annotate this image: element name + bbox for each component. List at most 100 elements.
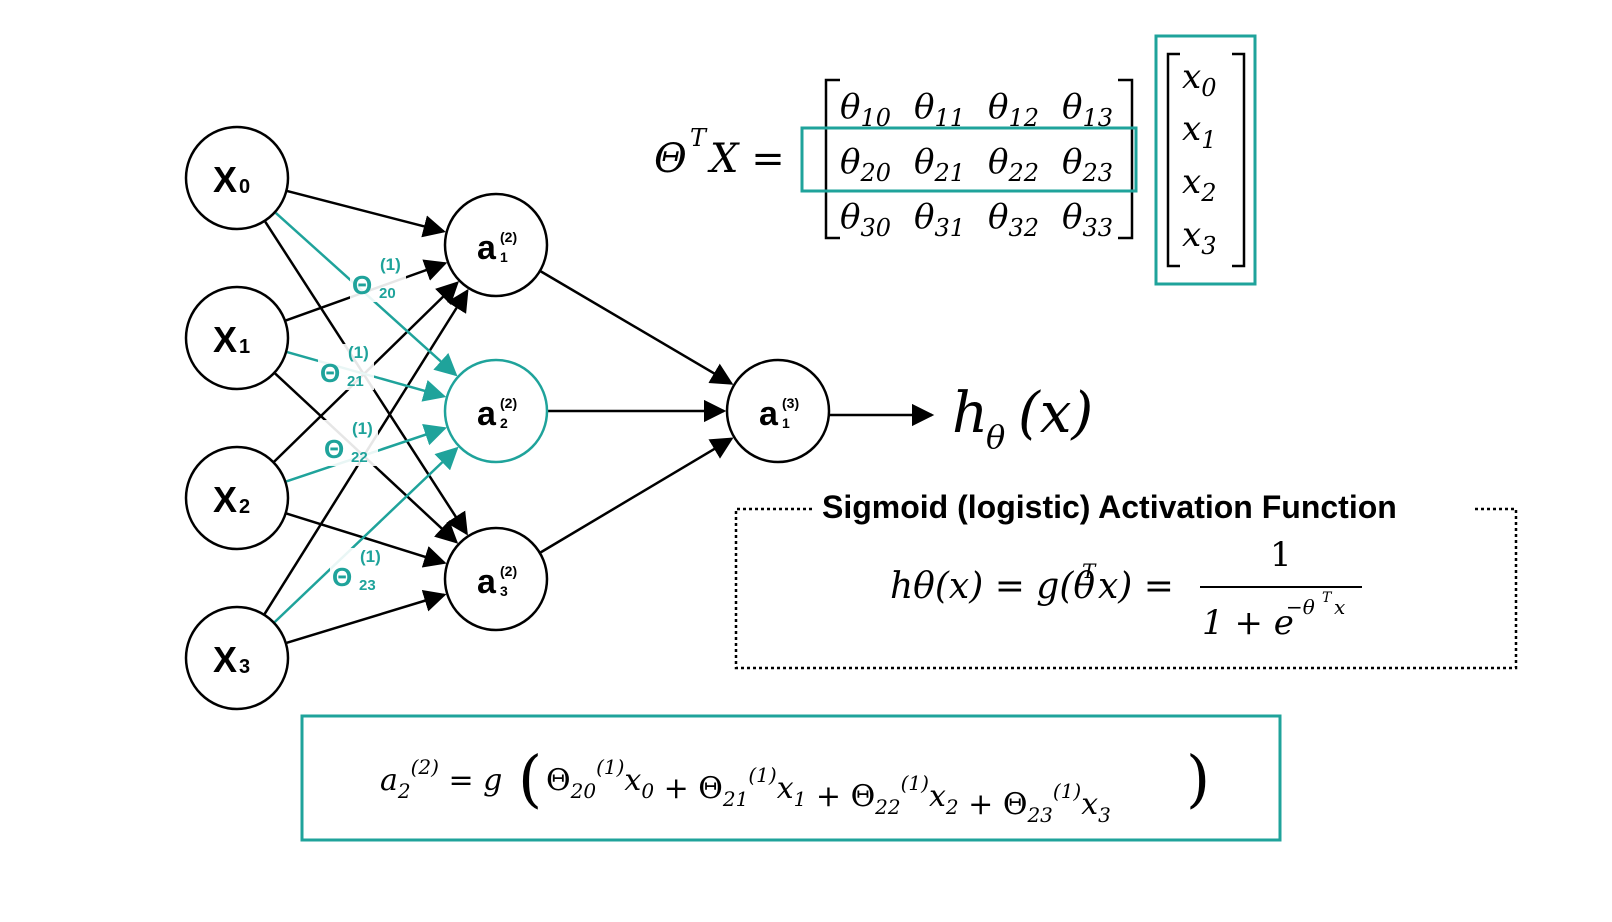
edge bbox=[273, 446, 459, 624]
hidden-node-a1: a (2) 1 bbox=[443, 192, 549, 298]
hidden-node-sup: (2) bbox=[500, 563, 517, 579]
edge bbox=[286, 512, 447, 568]
svg-text:23: 23 bbox=[359, 577, 376, 594]
output-node-sub: 1 bbox=[782, 415, 790, 431]
input-node-sub: 0 bbox=[239, 176, 250, 198]
x-vector-box bbox=[1154, 34, 1257, 286]
vector-bracket-left bbox=[1166, 52, 1180, 268]
hidden-node-sub: 1 bbox=[500, 249, 508, 265]
svg-text:22: 22 bbox=[351, 449, 368, 466]
theta-matrix-cell: θ11 bbox=[914, 87, 965, 132]
output-node-sup: (3) bbox=[782, 395, 799, 411]
activation-formula: a2(2) = g () Θ20(1)x0 + Θ21(1)x1 + Θ22(1)… bbox=[380, 742, 1210, 827]
svg-text:x: x bbox=[1334, 595, 1345, 619]
matrix-bracket-right bbox=[1118, 78, 1134, 240]
edge bbox=[540, 270, 734, 385]
edge bbox=[287, 189, 446, 238]
theta-matrix-cell: θ20 bbox=[840, 142, 891, 187]
x-vector-cell: x3 bbox=[1182, 215, 1216, 260]
weight-label-theta20: Θ 20 (1) bbox=[350, 255, 406, 302]
svg-text:Θ: Θ bbox=[320, 358, 340, 388]
x-vector-cell: x2 bbox=[1182, 162, 1216, 207]
svg-text:−θ: −θ bbox=[1286, 595, 1315, 619]
hidden-node-a3: a (2) 3 bbox=[443, 526, 549, 632]
input-node-x3: X 3 bbox=[184, 605, 290, 711]
theta-matrix-cell: θ21 bbox=[914, 142, 965, 187]
svg-text:θ: θ bbox=[986, 418, 1005, 456]
hypothesis-label: h θ (x) bbox=[952, 381, 1093, 456]
theta-matrix-cell: θ33 bbox=[1062, 197, 1113, 242]
hidden-node-label: a bbox=[477, 563, 497, 601]
sigmoid-numerator: 1 bbox=[1270, 535, 1292, 575]
formula-paren-right: ) bbox=[1186, 742, 1210, 815]
sigmoid-lhs: hθ(x) = g(θ bbox=[890, 566, 1095, 607]
x-vector-cell: x0 bbox=[1182, 57, 1216, 102]
hidden-node-label: a bbox=[477, 229, 497, 267]
activation-formula-box bbox=[300, 714, 1282, 842]
svg-text:x) =: x) = bbox=[1098, 566, 1174, 607]
input-node-sub: 3 bbox=[239, 656, 250, 678]
input-node-x0: X 0 bbox=[184, 125, 290, 231]
highlighted-row-box bbox=[800, 126, 1138, 193]
theta-matrix: θ10 θ11 θ12 θ13 θ20 θ21 θ22 θ23 θ30 θ31 θ32 θ33 bbox=[840, 87, 1113, 242]
formula-paren-left: ( bbox=[518, 742, 542, 815]
svg-text:(1): (1) bbox=[352, 419, 373, 438]
hidden-node-a2: a (2) 2 bbox=[443, 358, 549, 464]
activation-formula-text: a2(2) = g bbox=[380, 755, 502, 803]
svg-text:X =: X = bbox=[707, 136, 785, 182]
svg-text:Θ: Θ bbox=[332, 562, 352, 592]
x-vector-cell: x1 bbox=[1182, 109, 1216, 154]
matrix-bracket-left bbox=[824, 78, 840, 240]
svg-text:Θ: Θ bbox=[352, 270, 372, 300]
svg-text:T: T bbox=[1322, 590, 1333, 606]
input-node-x1: X 1 bbox=[184, 285, 290, 391]
x-vector: x0 x1 x2 x3 bbox=[1182, 57, 1216, 260]
hidden-node-sup: (2) bbox=[500, 395, 517, 411]
sigmoid-denominator: 1 + e bbox=[1202, 603, 1294, 643]
svg-text:Θ: Θ bbox=[324, 434, 344, 464]
matrix-lhs: Θ bbox=[654, 136, 687, 182]
weight-label-theta23: Θ 23 (1) bbox=[330, 547, 386, 594]
hidden-node-label: a bbox=[477, 395, 497, 433]
svg-text:21: 21 bbox=[347, 373, 364, 390]
input-node-label: X bbox=[213, 159, 237, 200]
vector-bracket-right bbox=[1232, 52, 1246, 268]
sigmoid-panel: Sigmoid (logistic) Activation Function h… bbox=[734, 489, 1518, 670]
weight-label-theta21: Θ 21 (1) bbox=[318, 343, 374, 390]
activation-formula-terms: Θ20(1)x0 + Θ21(1)x1 + Θ22(1)x2 + Θ23(1)x… bbox=[546, 755, 1111, 827]
hidden-node-sup: (2) bbox=[500, 229, 517, 245]
theta-matrix-cell: θ30 bbox=[840, 197, 891, 242]
svg-text:20: 20 bbox=[379, 285, 396, 302]
activation-formula-panel: a2(2) = g () Θ20(1)x0 + Θ21(1)x1 + Θ22(1)… bbox=[300, 714, 1282, 842]
output-node-a1-layer3: a (3) 1 bbox=[725, 358, 831, 464]
theta-matrix-cell: θ10 bbox=[840, 87, 891, 132]
theta-matrix-cell: θ22 bbox=[988, 142, 1039, 187]
input-node-label: X bbox=[213, 639, 237, 680]
svg-text:(1): (1) bbox=[380, 255, 401, 274]
theta-matrix-cell: θ32 bbox=[988, 197, 1039, 242]
input-node-sub: 2 bbox=[239, 496, 250, 518]
theta-matrix-cell: θ23 bbox=[1062, 142, 1113, 187]
input-node-label: X bbox=[213, 319, 237, 360]
hidden-node-sub: 2 bbox=[500, 415, 508, 431]
output-node-label: a bbox=[759, 395, 779, 433]
svg-text:(1): (1) bbox=[348, 343, 369, 362]
svg-text:(x): (x) bbox=[1018, 381, 1093, 446]
edge bbox=[286, 589, 447, 645]
edge bbox=[540, 437, 734, 554]
input-node-sub: 1 bbox=[239, 336, 250, 358]
theta-matrix-cell: θ31 bbox=[914, 197, 965, 242]
theta-matrix-cell: θ13 bbox=[1062, 87, 1113, 132]
hidden-node-sub: 3 bbox=[500, 583, 508, 599]
input-node-x2: X 2 bbox=[184, 445, 290, 551]
theta-matrix-cell: θ12 bbox=[988, 87, 1039, 132]
input-node-label: X bbox=[213, 479, 237, 520]
sigmoid-dotted-border bbox=[734, 507, 1518, 670]
weight-label-theta22: Θ 22 (1) bbox=[322, 419, 378, 466]
matrix-equation: Θ T X = θ10 θ11 θ12 θ13 θ20 θ21 θ22 θ23 θ30 θ31 θ3… bbox=[654, 34, 1257, 286]
svg-text:T: T bbox=[1082, 559, 1097, 583]
svg-text:(1): (1) bbox=[360, 547, 381, 566]
svg-text:T: T bbox=[690, 124, 708, 152]
svg-text:h: h bbox=[952, 381, 988, 446]
